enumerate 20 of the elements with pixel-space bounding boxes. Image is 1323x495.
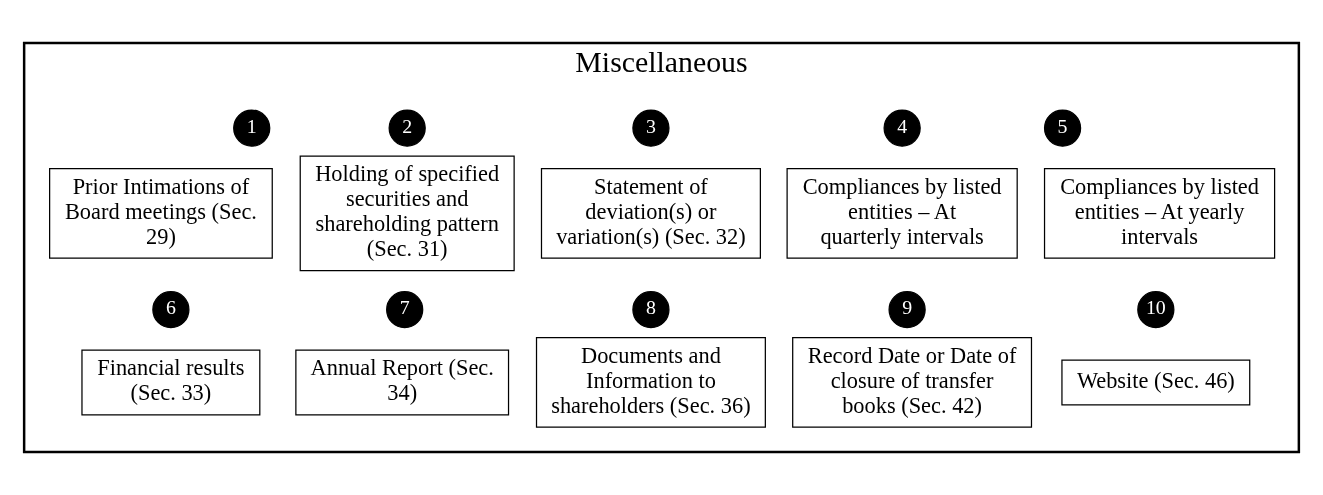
- node-circle: 6: [152, 291, 190, 329]
- node-box: Annual Report (Sec. 34): [295, 349, 510, 416]
- node-circle: 3: [632, 109, 670, 147]
- node-circle: 8: [632, 291, 670, 329]
- node-box: Holding of specified securities and shareholding pattern (Sec. 31): [299, 155, 515, 272]
- node-circle: 9: [888, 291, 926, 329]
- node-box: Financial results (Sec. 33): [81, 349, 261, 416]
- node-box: Record Date or Date of closure of transfer books (Sec. 42): [792, 337, 1033, 428]
- node-circle: 2: [388, 109, 426, 147]
- node-box: Documents and Information to shareholders (Sec. 36): [535, 337, 766, 428]
- node-circle: 7: [386, 291, 424, 329]
- node-box: Prior Intimations of Board meetings (Sec. 29): [49, 167, 273, 259]
- node-circle: 4: [883, 109, 921, 147]
- node-box: Website (Sec. 46): [1061, 359, 1251, 406]
- node-box: Compliances by listed entities – At quarterly intervals: [786, 167, 1018, 259]
- node-box: Statement of deviation(s) or variation(s) (Sec. 32): [540, 167, 761, 259]
- node-circle: 1: [233, 109, 271, 147]
- node-box: Compliances by listed entities – At yearly intervals: [1043, 167, 1276, 259]
- node-circle: 10: [1137, 291, 1175, 329]
- node-circle: 5: [1043, 109, 1082, 147]
